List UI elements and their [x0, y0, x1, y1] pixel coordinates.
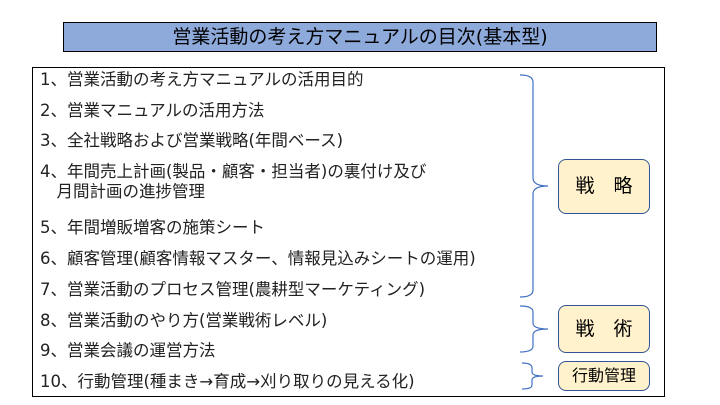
- toc-item-4-cont: 月間計画の進捗管理: [40, 182, 206, 201]
- toc-item-9: 9、営業会議の運営方法: [40, 341, 216, 360]
- toc-item-10: 10、行動管理(種まき→育成→刈り取りの見える化): [40, 372, 415, 391]
- toc-item-6: 6、顧客管理(顧客情報マスター、情報見込みシートの運用): [40, 249, 476, 268]
- toc-item-1: 1、営業活動の考え方マニュアルの活用目的: [40, 70, 364, 89]
- toc-item-5: 5、年間増販増客の施策シート: [40, 218, 265, 237]
- toc-item-8: 8、営業活動のやり方(営業戦術レベル): [40, 311, 328, 330]
- category-action-management: 行動管理: [558, 361, 650, 391]
- tactics-brace: [519, 305, 549, 353]
- category-strategy: 戦 略: [558, 159, 650, 214]
- toc-item-4: 4、年間売上計画(製品・顧客・担当者)の裏付け及び: [40, 162, 427, 181]
- toc-box: [32, 67, 665, 397]
- category-tactics: 戦 術: [558, 305, 650, 353]
- action-brace: [521, 362, 544, 390]
- toc-item-7: 7、営業活動のプロセス管理(農耕型マーケティング): [40, 280, 426, 299]
- toc-item-3: 3、全社戦略および営業戦略(年間ベース): [40, 131, 344, 150]
- page-title: 営業活動の考え方マニュアルの目次(基本型): [63, 22, 657, 52]
- toc-item-2: 2、営業マニュアルの活用方法: [40, 101, 265, 120]
- strategy-brace: [519, 74, 549, 298]
